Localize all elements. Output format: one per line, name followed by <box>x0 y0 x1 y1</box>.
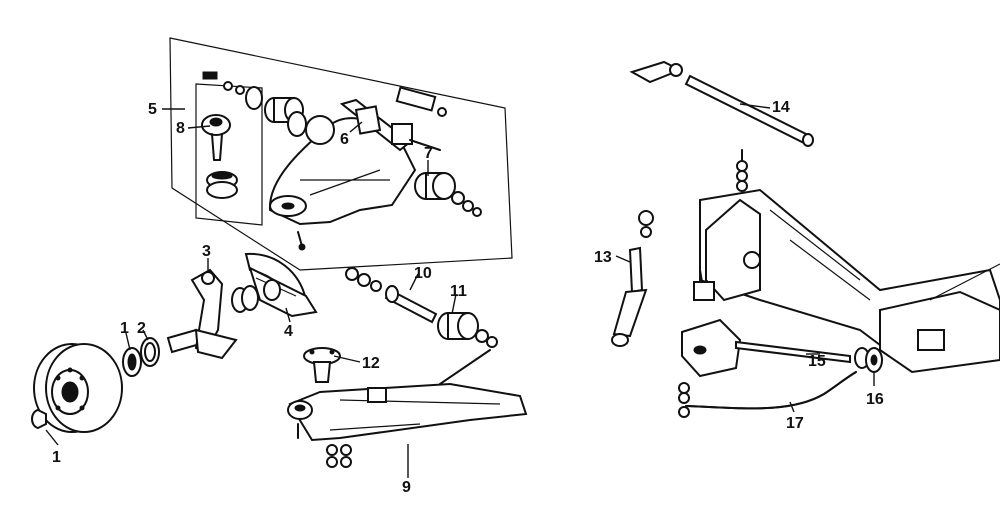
upper-arm-washer <box>245 86 263 110</box>
callout-16: 16 <box>866 391 884 408</box>
callout-1-bearing: 1 <box>120 320 129 337</box>
wheel-bearing <box>122 347 142 377</box>
callout-6: 6 <box>340 131 349 148</box>
callout-17: 17 <box>786 415 804 432</box>
leader-lines <box>45 103 875 478</box>
callout-4: 4 <box>284 323 293 340</box>
upper-arm-bushing-front <box>264 97 307 137</box>
callout-labels: 5 8 6 7 1 1 2 3 4 9 10 11 12 13 14 15 16… <box>52 99 884 496</box>
callout-3: 3 <box>202 243 211 260</box>
callout-2: 2 <box>137 320 146 337</box>
stabilizer-bar <box>678 371 857 418</box>
steering-knuckle <box>166 268 238 360</box>
upper-arm-cross-shaft <box>339 86 447 152</box>
upper-arm-group-outline <box>169 37 513 271</box>
mount-bracket <box>681 149 748 378</box>
lower-arm-bushing <box>437 312 498 348</box>
torsion-bar <box>629 60 814 147</box>
callout-5: 5 <box>148 101 157 118</box>
strut-rod-bushing <box>854 347 883 373</box>
splash-shield <box>244 252 318 318</box>
dust-cap <box>31 408 47 430</box>
callout-13: 13 <box>594 249 612 266</box>
upper-control-arm <box>268 115 417 226</box>
callout-10: 10 <box>414 265 432 282</box>
callout-15: 15 <box>808 353 826 370</box>
callout-7: 7 <box>424 145 433 162</box>
callout-11: 11 <box>450 283 467 300</box>
upper-arm-bushing-rear <box>414 172 482 217</box>
callout-8: 8 <box>176 120 185 137</box>
hub-seal <box>231 285 259 313</box>
lower-arm-shaft <box>345 267 438 324</box>
callout-12: 12 <box>362 355 380 372</box>
upper-ball-joint <box>201 71 245 199</box>
callout-1-left: 1 <box>52 449 61 466</box>
vehicle-frame <box>699 188 1000 374</box>
upper-control-arm-group <box>169 37 513 271</box>
lower-ball-joint <box>303 347 341 383</box>
callout-14: 14 <box>772 99 790 116</box>
shock-absorber <box>611 210 654 347</box>
lower-control-arm <box>287 349 528 468</box>
grease-seal <box>140 337 160 367</box>
callout-9: 9 <box>402 479 411 496</box>
brake-rotor <box>33 343 123 433</box>
strut-rod <box>735 340 851 364</box>
